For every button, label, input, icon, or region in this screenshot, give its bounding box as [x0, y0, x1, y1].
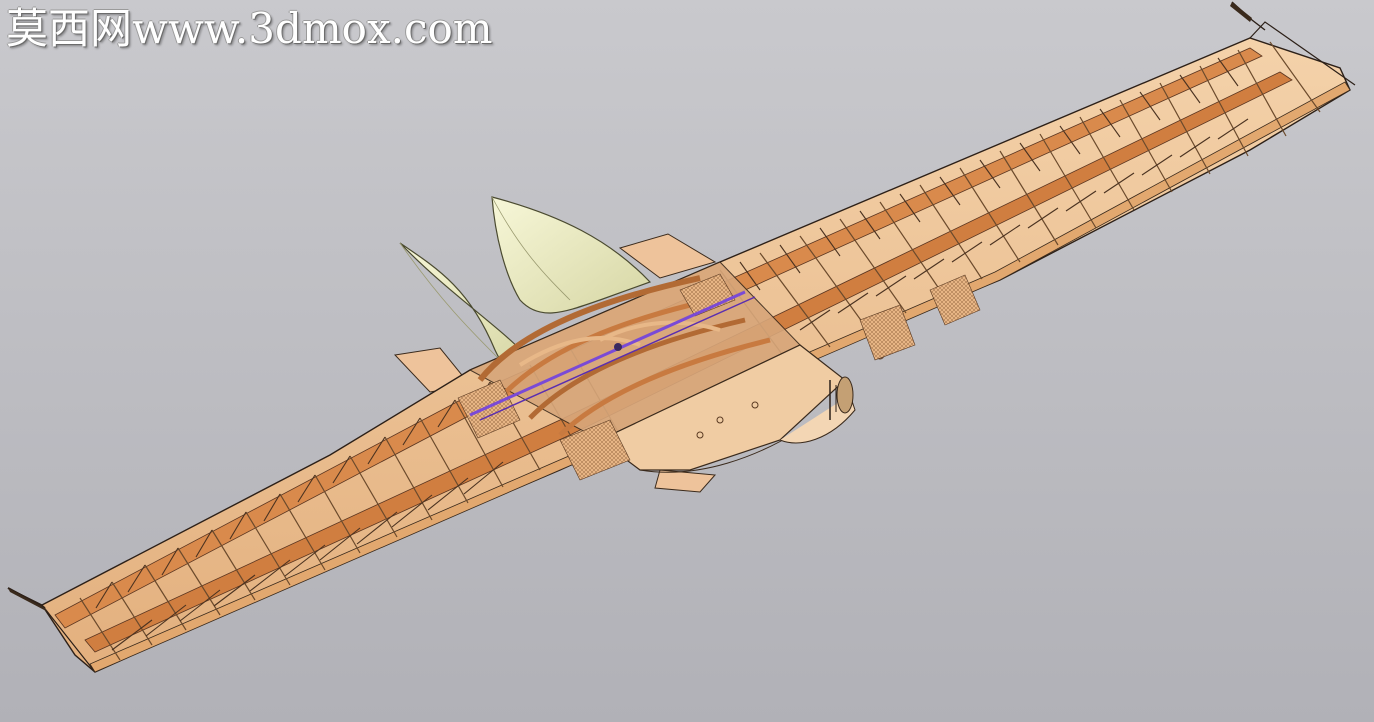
vertical-fins — [399, 196, 652, 371]
wingtip-right — [1230, 2, 1252, 22]
center-flap-plates — [393, 233, 717, 493]
right-fin — [491, 196, 652, 314]
mesh-panels — [457, 273, 981, 481]
right-wing-lattice — [739, 57, 1249, 331]
control-rods — [469, 290, 756, 421]
wingtip-left — [8, 588, 48, 612]
